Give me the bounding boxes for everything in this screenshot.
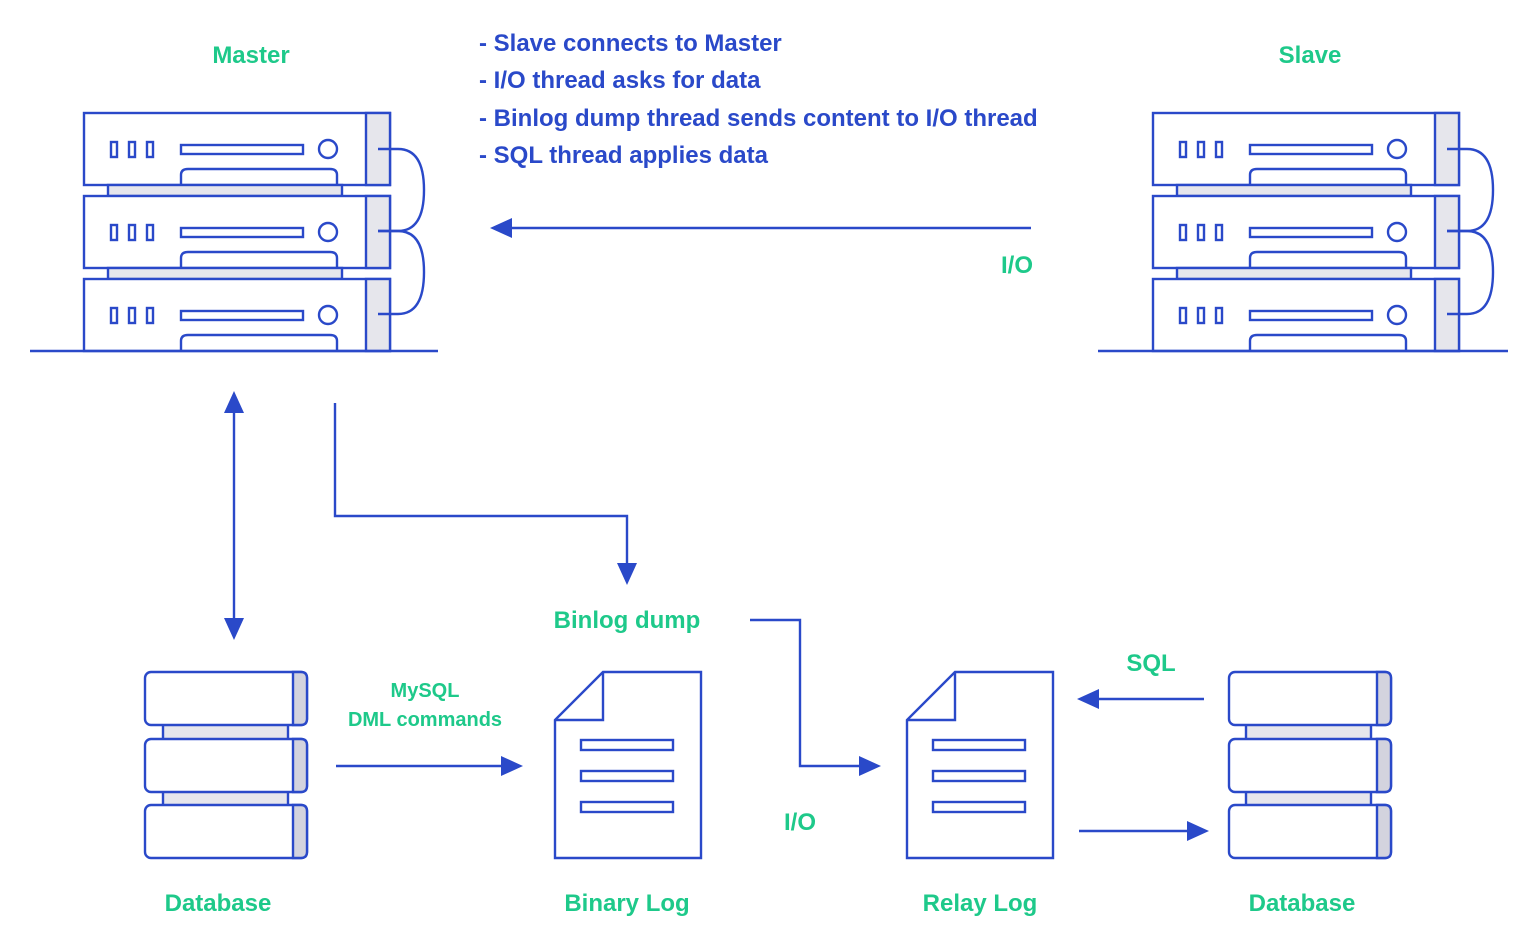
sql-apply-arrow bbox=[1079, 821, 1209, 841]
io-top-label: I/O bbox=[1001, 252, 1033, 279]
slave-label: Slave bbox=[1279, 42, 1342, 69]
master-database-icon bbox=[143, 670, 309, 860]
binary-log-document-icon bbox=[553, 670, 703, 860]
dml-commands-arrow bbox=[336, 756, 523, 776]
sql-label: SQL bbox=[1126, 650, 1175, 677]
io-arrow-slave-to-master bbox=[490, 218, 1031, 238]
relay-log-label: Relay Log bbox=[923, 890, 1038, 917]
binlog-dump-label: Binlog dump bbox=[554, 607, 701, 634]
steps-list: - Slave connects to Master - I/O thread … bbox=[479, 30, 1038, 169]
master-to-binlog-dump-arrow bbox=[333, 403, 637, 585]
relay-log-document-icon bbox=[905, 670, 1055, 860]
slave-database-icon bbox=[1227, 670, 1393, 860]
sql-read-arrow bbox=[1077, 689, 1204, 709]
mysql-label: MySQL bbox=[391, 680, 460, 702]
database-right-label: Database bbox=[1249, 890, 1356, 917]
step-item: - I/O thread asks for data bbox=[479, 67, 761, 94]
step-item: - SQL thread applies data bbox=[479, 142, 769, 169]
slave-server-icon bbox=[1098, 111, 1508, 353]
binlog-dump-to-relay-log-arrow bbox=[750, 618, 881, 776]
master-server-icon bbox=[30, 111, 438, 353]
dml-commands-label: DML commands bbox=[348, 709, 502, 731]
master-database-double-arrow bbox=[224, 391, 244, 640]
step-item: - Slave connects to Master bbox=[479, 30, 782, 57]
binary-log-label: Binary Log bbox=[564, 890, 689, 917]
io-bottom-label: I/O bbox=[784, 809, 816, 836]
master-label: Master bbox=[212, 42, 289, 69]
step-item: - Binlog dump thread sends content to I/… bbox=[479, 105, 1038, 132]
database-left-label: Database bbox=[165, 890, 272, 917]
